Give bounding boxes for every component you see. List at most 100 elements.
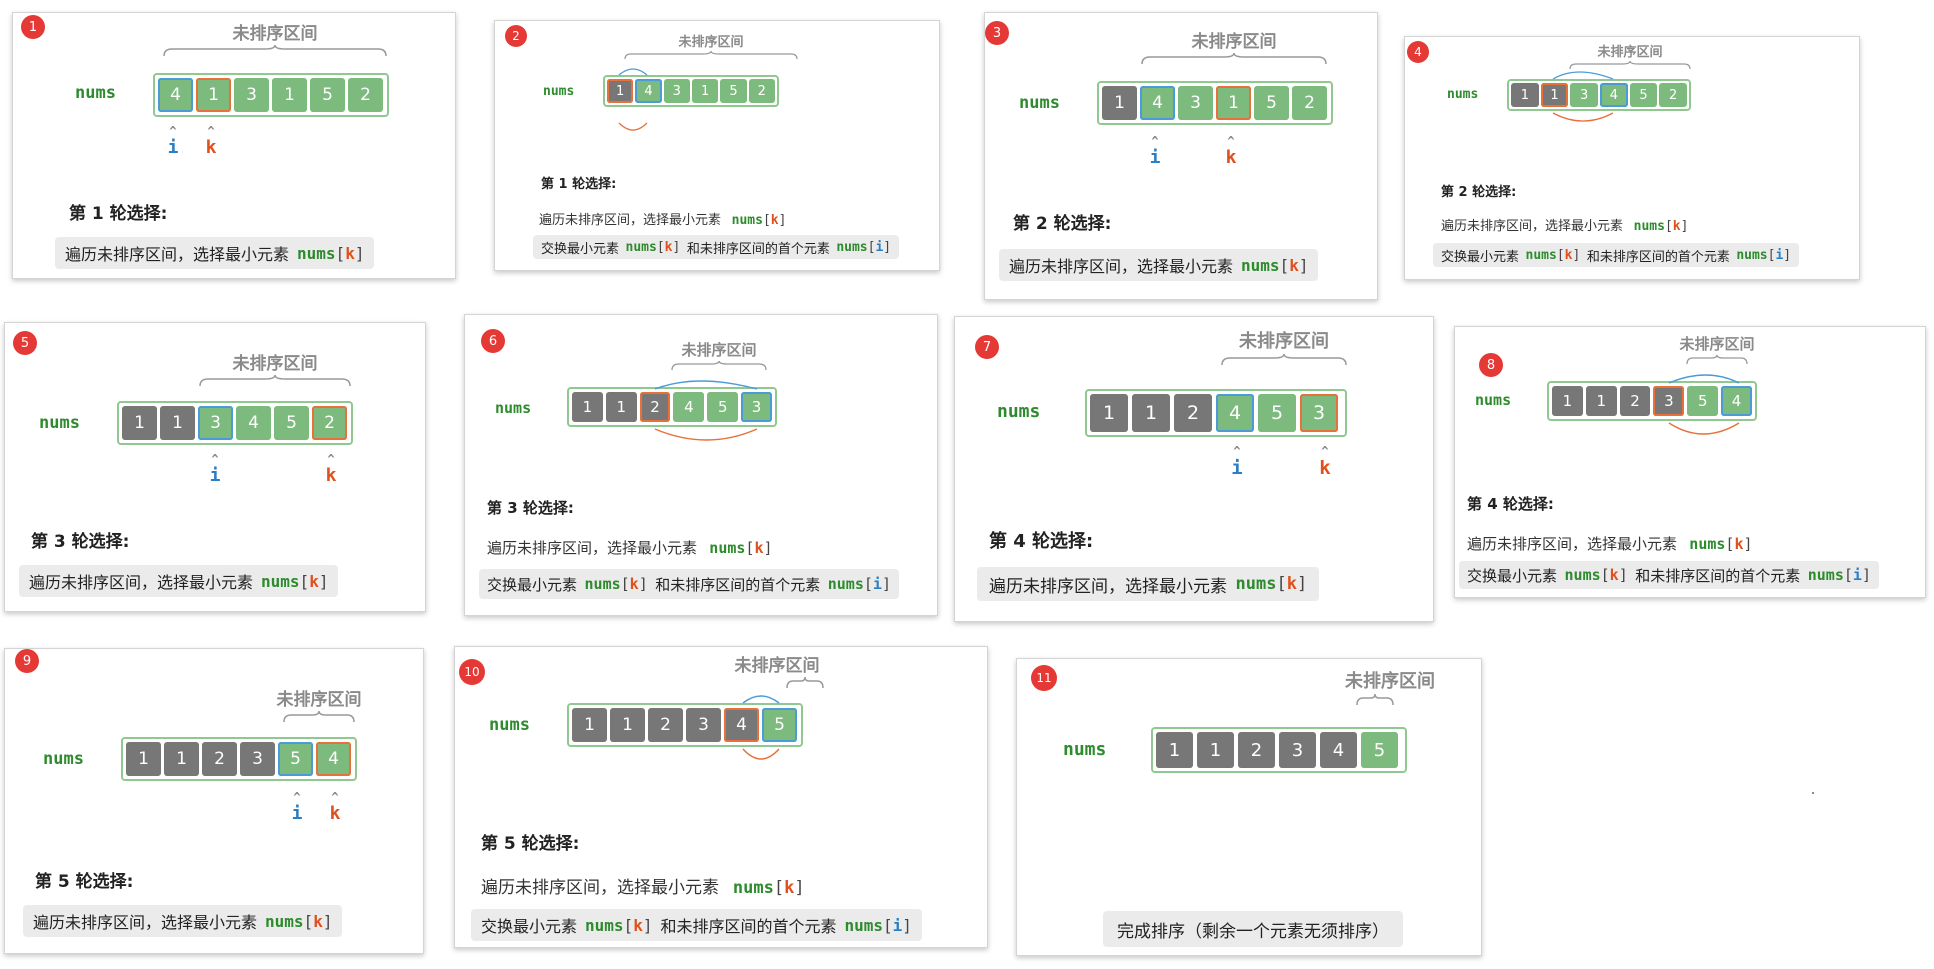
array-cell: 2 bbox=[1619, 386, 1651, 416]
traverse-step: 遍历未排序区间，选择最小元素 nums[k] bbox=[481, 878, 805, 898]
unsorted-brace bbox=[1569, 60, 1691, 70]
array-cell: 4 bbox=[236, 406, 271, 440]
swap-arrows bbox=[654, 380, 758, 441]
unsorted-brace bbox=[624, 50, 798, 60]
round-title: 第 3 轮选择: bbox=[487, 499, 574, 517]
array-cell: 1 bbox=[1552, 386, 1583, 416]
array-cell: 3 bbox=[1178, 86, 1213, 120]
array-cell: 2 bbox=[639, 392, 671, 422]
pointer-i: ^i bbox=[1231, 444, 1243, 479]
round-title: 第 5 轮选择: bbox=[35, 872, 134, 892]
array-cell: 4 bbox=[1320, 732, 1357, 768]
array-cell: 1 bbox=[1585, 386, 1617, 416]
unsorted-brace bbox=[1141, 52, 1327, 65]
step-panel-8: 8 未排序区间 nums 1 1 2 3 5 4 第 4 轮选择: 遍历未排序区… bbox=[1454, 326, 1926, 598]
pointer-k: ^k bbox=[1225, 134, 1237, 168]
unsorted-range-label: 未排序区间 bbox=[195, 349, 355, 388]
array-cell: 1 bbox=[691, 79, 719, 103]
unsorted-range-label: 未排序区间 bbox=[1555, 41, 1705, 70]
traverse-step: 遍历未排序区间，选择最小元素 nums[k] bbox=[539, 213, 787, 228]
array-cell: 4 bbox=[1216, 394, 1254, 432]
step-badge: 10 bbox=[459, 659, 485, 685]
swap-arrows bbox=[742, 695, 780, 760]
step-badge: 1 bbox=[21, 15, 45, 39]
array-cell: 2 bbox=[312, 406, 347, 440]
nums-label: nums bbox=[75, 83, 116, 103]
step-badge: 3 bbox=[985, 21, 1009, 45]
unsorted-brace bbox=[163, 44, 387, 57]
array-cell: 4 bbox=[1600, 83, 1628, 107]
array: 1 4 3 1 5 2 bbox=[603, 75, 779, 107]
array-cell: 5 bbox=[278, 742, 313, 776]
array-cell: 4 bbox=[724, 708, 759, 742]
array-cell: 1 bbox=[607, 79, 634, 103]
nums-label: nums bbox=[543, 84, 575, 99]
round-title: 第 1 轮选择: bbox=[541, 177, 617, 192]
array-cell: 2 bbox=[1174, 394, 1212, 432]
unsorted-range-label: 未排序区间 bbox=[1139, 27, 1329, 66]
array: 1 1 2 4 5 3 bbox=[567, 387, 777, 427]
unsorted-brace bbox=[199, 374, 351, 387]
step-panel-11: 11 未排序区间 nums 1 1 2 3 4 5 完成排序（剩余一个元素无须排… bbox=[1016, 658, 1482, 956]
unsorted-range-label: 未排序区间 bbox=[1335, 667, 1445, 707]
traverse-step: 遍历未排序区间，选择最小元素 nums[k] bbox=[977, 567, 1320, 601]
array-cell: 3 bbox=[663, 79, 690, 103]
pointer-i: ^i bbox=[167, 124, 179, 158]
nums-label: nums bbox=[997, 401, 1041, 422]
array-cell: 1 bbox=[1156, 732, 1193, 768]
array-cell: 3 bbox=[741, 392, 772, 422]
array-cell: 3 bbox=[1279, 732, 1316, 768]
unsorted-brace bbox=[671, 360, 767, 371]
step-panel-4: 4 未排序区间 nums 1 1 3 4 5 2 第 2 轮选择: 遍历未排序区… bbox=[1404, 36, 1860, 280]
nums-label: nums bbox=[1019, 93, 1060, 113]
array-cell: 1 bbox=[1216, 86, 1251, 120]
array-cell: 3 bbox=[234, 78, 269, 112]
array: 1 1 2 3 4 5 bbox=[567, 703, 803, 747]
array: 1 1 2 3 4 5 bbox=[1151, 727, 1407, 773]
array: 4 1 3 1 5 2 bbox=[153, 73, 389, 117]
nums-label: nums bbox=[489, 715, 530, 735]
array-cell: 1 bbox=[605, 392, 637, 422]
array-cell: 1 bbox=[160, 406, 195, 440]
traverse-step: 遍历未排序区间，选择最小元素 nums[k] bbox=[23, 905, 343, 937]
swap-step: 交换最小元素 nums[k] 和未排序区间的首个元素 nums[i] bbox=[533, 235, 900, 259]
step-panel-2: 2 未排序区间 nums 1 4 3 1 5 2 第 1 轮选择: 遍历未排序区… bbox=[494, 20, 940, 271]
array-cell: 2 bbox=[1292, 86, 1327, 120]
unsorted-range-label: 未排序区间 bbox=[155, 19, 395, 58]
array-cell: 5 bbox=[1258, 394, 1296, 432]
swap-step: 交换最小元素 nums[k] 和未排序区间的首个元素 nums[i] bbox=[471, 909, 922, 941]
array-cell: 1 bbox=[1132, 394, 1170, 432]
array-cell: 2 bbox=[1659, 83, 1688, 107]
array: 1 1 3 4 5 2 bbox=[117, 401, 353, 445]
unsorted-range-label: 未排序区间 bbox=[725, 651, 829, 690]
step-panel-9: 9 未排序区间 nums 1 1 2 3 5 4 ^i ^k 第 5 轮选择: … bbox=[4, 648, 424, 954]
step-panel-1: 1 未排序区间 nums 4 1 3 1 5 2 ^i ^k 第 1 轮选择: … bbox=[12, 12, 456, 279]
traverse-step: 遍历未排序区间，选择最小元素 nums[k] bbox=[999, 249, 1319, 281]
array: 1 1 2 3 5 4 bbox=[121, 737, 357, 781]
unsorted-brace bbox=[1686, 354, 1748, 365]
step-panel-7: 7 未排序区间 nums 1 1 2 4 5 3 ^i ^k 第 4 轮选择: … bbox=[954, 316, 1434, 622]
nums-label: nums bbox=[39, 413, 80, 433]
pointer-k: ^k bbox=[325, 452, 337, 486]
round-title: 第 4 轮选择: bbox=[1467, 495, 1554, 513]
step-panel-5: 5 未排序区间 nums 1 1 3 4 5 2 ^i ^k 第 3 轮选择: … bbox=[4, 322, 426, 612]
array-cell: 1 bbox=[196, 78, 231, 112]
array-cell: 1 bbox=[572, 708, 607, 742]
nums-label: nums bbox=[495, 399, 532, 417]
array-cell: 1 bbox=[272, 78, 307, 112]
array-cell: 1 bbox=[1511, 83, 1539, 107]
round-title: 第 4 轮选择: bbox=[989, 531, 1094, 552]
unsorted-range-label: 未排序区间 bbox=[1219, 327, 1349, 367]
round-title: 第 3 轮选择: bbox=[31, 532, 130, 552]
array-cell: 1 bbox=[164, 742, 199, 776]
array-cell: 4 bbox=[1721, 386, 1752, 416]
step-panel-3: 3 未排序区间 nums 1 4 3 1 5 2 ^i ^k 第 2 轮选择: … bbox=[984, 12, 1378, 300]
array-cell: 2 bbox=[748, 79, 775, 103]
swap-arrows bbox=[1668, 374, 1740, 435]
nums-label: nums bbox=[43, 749, 84, 769]
step-panel-6: 6 未排序区间 nums 1 1 2 4 5 3 第 3 轮选择: 遍历未排序区… bbox=[464, 314, 938, 616]
pointer-i: ^i bbox=[291, 790, 303, 824]
step-badge: 5 bbox=[13, 331, 37, 355]
pointer-k: ^k bbox=[1319, 444, 1331, 479]
array-cell: 5 bbox=[707, 392, 739, 422]
